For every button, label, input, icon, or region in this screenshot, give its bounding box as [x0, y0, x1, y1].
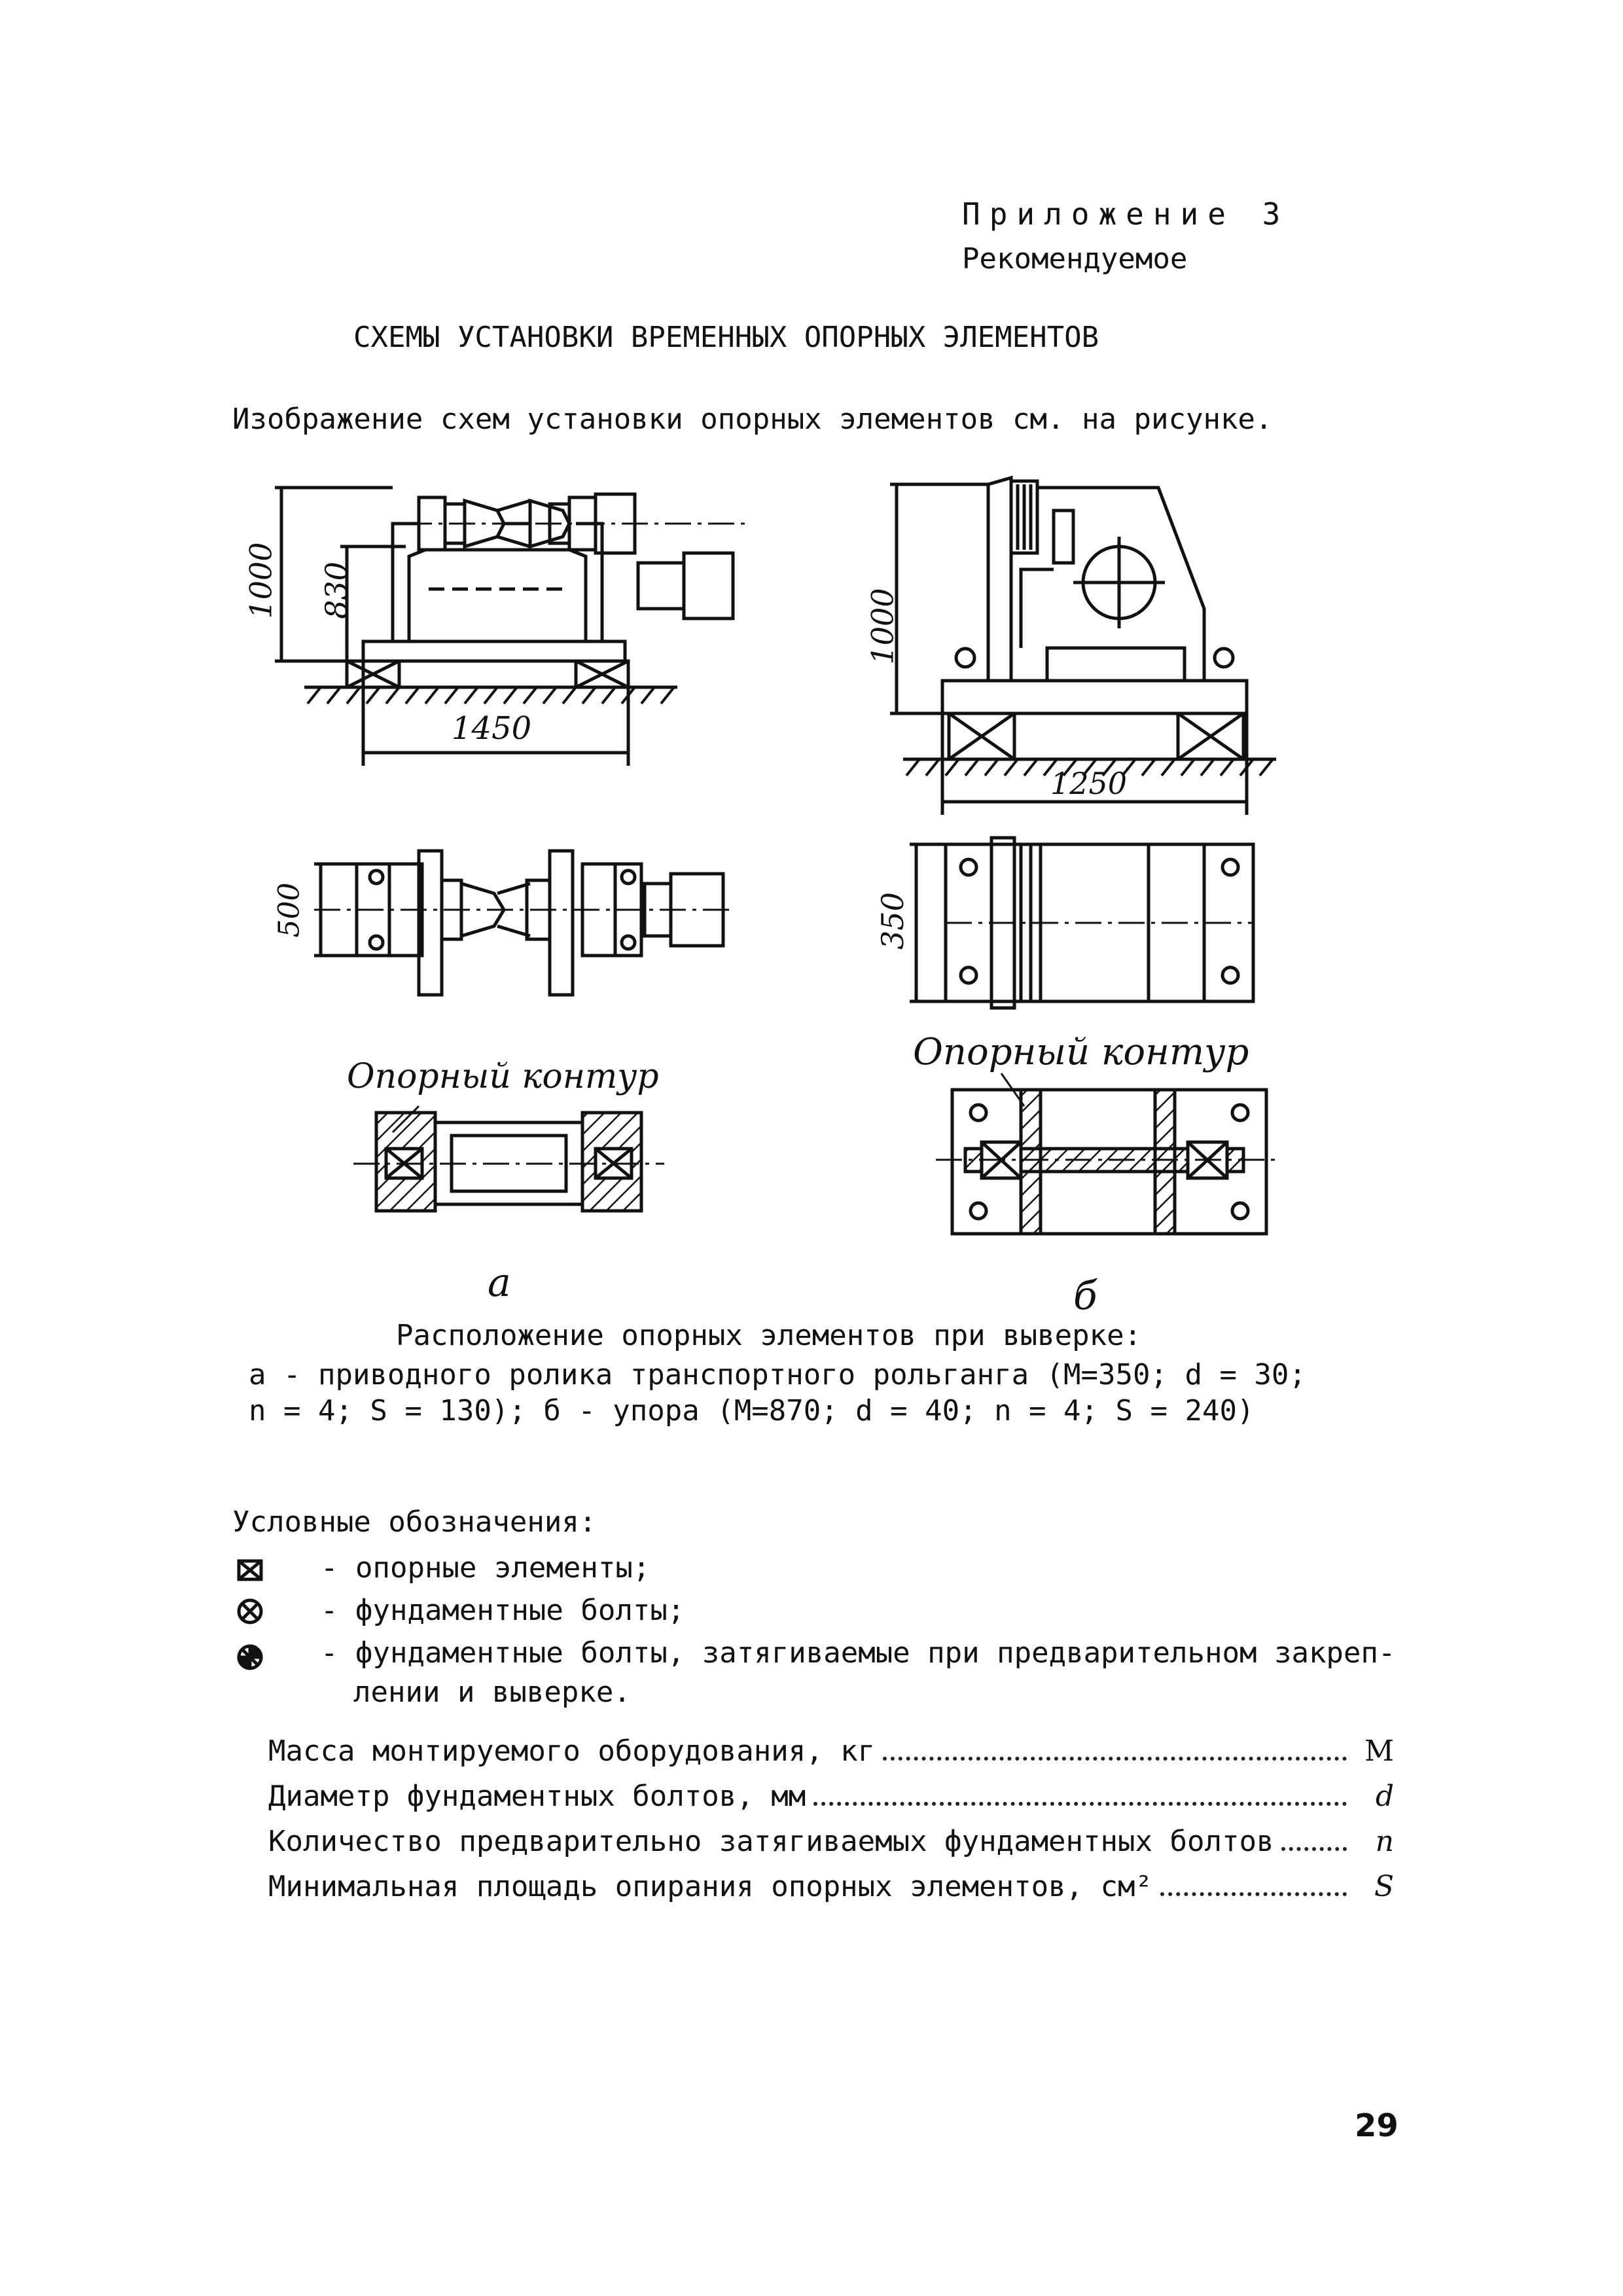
figure-caption-line2: а - приводного ролика транспортного роль…	[249, 1358, 1306, 1391]
contour-a-label: Опорный контур	[347, 1057, 659, 1096]
figure-label-b: б	[1073, 1273, 1097, 1319]
definition-symbol: d	[1375, 1780, 1394, 1813]
figure-b-elevation	[890, 475, 1276, 815]
appendix-status: Рекомендуемое	[962, 242, 1188, 276]
dim-b-height: 1000	[865, 588, 901, 665]
dim-a-length: 1450	[452, 710, 532, 747]
definition-label: Диаметр фундаментных болтов, мм	[268, 1780, 806, 1813]
legend-icons	[237, 1559, 263, 1670]
figure-caption-line1: Расположение опорных элементов при вывер…	[396, 1319, 1142, 1352]
definition-row: Масса монтируемого оборудования, кг М	[268, 1734, 1394, 1768]
crossed-box-icon	[239, 1561, 261, 1579]
page-title: СХЕМЫ УСТАНОВКИ ВРЕМЕННЫХ ОПОРНЫХ ЭЛЕМЕН…	[353, 321, 1099, 354]
dim-b-length: 1250	[1050, 766, 1128, 801]
leader-dots	[1281, 1847, 1347, 1851]
legend-title: Условные обозначения:	[232, 1505, 597, 1539]
definition-symbol: М	[1364, 1734, 1394, 1768]
leader-dots	[883, 1757, 1347, 1761]
circled-x-icon	[239, 1600, 261, 1623]
definition-label: Минимальная площадь опирания опорных эле…	[268, 1870, 1153, 1903]
legend-item-tightened-bolts: - фундаментные болты, затягиваемые при п…	[321, 1636, 1396, 1670]
figure-a-elevation	[275, 486, 746, 766]
definition-symbol: n	[1375, 1825, 1394, 1858]
legend-item-tightened-bolts-cont: лении и выверке.	[353, 1676, 631, 1709]
definition-row: Минимальная площадь опирания опорных эле…	[268, 1870, 1394, 1903]
dim-a-height-inner: 830	[318, 562, 354, 619]
definition-symbol: S	[1374, 1870, 1394, 1903]
figure-a-plan	[314, 849, 733, 997]
legend-item-bolts: - фундаментные болты;	[321, 1594, 685, 1627]
figure-caption-line3: n = 4; S = 130); б - упора (М=870; d = 4…	[249, 1394, 1255, 1427]
filled-circled-x-icon	[239, 1646, 261, 1668]
figure-b-contour	[936, 1073, 1276, 1236]
dim-b-width: 350	[874, 892, 910, 950]
definition-row: Количество предварительно затягиваемых ф…	[268, 1825, 1394, 1858]
intro-text: Изображение схем установки опорных элеме…	[232, 403, 1273, 436]
figure-label-a: а	[488, 1260, 511, 1306]
page-number: 29	[1355, 2108, 1399, 2144]
figure-a-contour	[353, 1105, 664, 1213]
appendix-heading: Приложение 3	[962, 196, 1290, 232]
contour-b-label: Опорный контур	[913, 1031, 1249, 1073]
definition-label: Масса монтируемого оборудования, кг	[268, 1734, 876, 1768]
dim-a-width: 500	[272, 882, 306, 938]
legend-item-support: - опорные элементы;	[321, 1551, 651, 1585]
leader-dots	[813, 1802, 1347, 1806]
leader-dots	[1160, 1892, 1347, 1896]
dim-a-height-total: 1000	[243, 542, 279, 619]
figure-b-plan	[910, 836, 1255, 1010]
definitions-list: Масса монтируемого оборудования, кг М Ди…	[268, 1734, 1394, 1903]
definition-label: Количество предварительно затягиваемых ф…	[268, 1825, 1274, 1858]
definition-row: Диаметр фундаментных болтов, мм d	[268, 1780, 1394, 1813]
